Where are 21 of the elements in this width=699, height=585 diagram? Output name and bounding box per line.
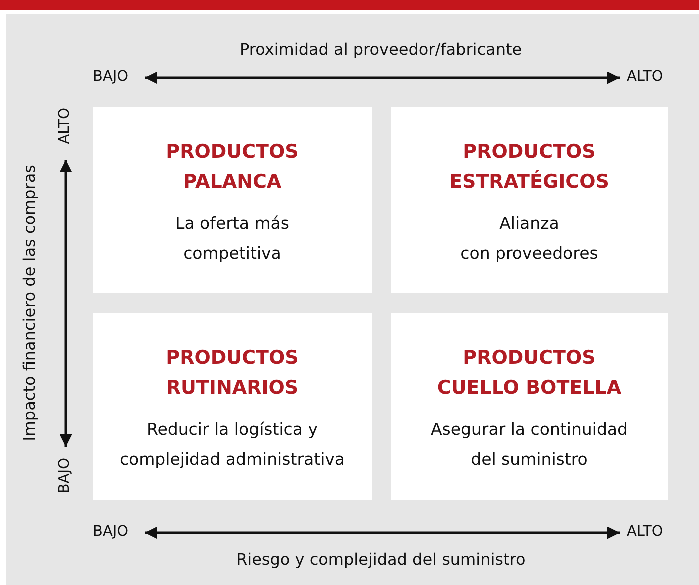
quadrant-description: Alianza con proveedores xyxy=(460,213,600,265)
quadrant-description: La oferta más competitiva xyxy=(174,213,290,265)
axis-end-label: ALTO xyxy=(627,524,664,540)
axis-end-label: BAJO xyxy=(93,524,129,540)
quadrant-card xyxy=(93,313,372,500)
axis-end-label: ALTO xyxy=(627,69,664,85)
quadrant-card xyxy=(93,107,372,293)
quadrant-card xyxy=(391,313,668,500)
axis-title: Proximidad al proveedor/fabricante xyxy=(240,40,522,59)
axis-title: Riesgo y complejidad del suministro xyxy=(236,550,526,569)
axis-end-label: BAJO xyxy=(57,458,73,494)
quadrant-heading: PRODUCTOS RUTINARIOS xyxy=(165,346,300,401)
axis-title: Impacto financiero de las compras xyxy=(20,165,39,442)
axis-end-label: BAJO xyxy=(93,69,129,85)
quadrant-heading: PRODUCTOS PALANCA xyxy=(165,140,300,195)
quadrant-heading: PRODUCTOS CUELLO BOTELLA xyxy=(436,346,623,401)
quadrant-heading: PRODUCTOS ESTRATÉGICOS xyxy=(448,140,610,195)
quadrant-card xyxy=(391,107,668,293)
axis-end-label: ALTO xyxy=(57,108,73,144)
quadrant-description: Reducir la logística y complejidad administrativa xyxy=(118,419,346,471)
quadrant-description: Asegurar la continuidad del suministro xyxy=(430,419,630,471)
